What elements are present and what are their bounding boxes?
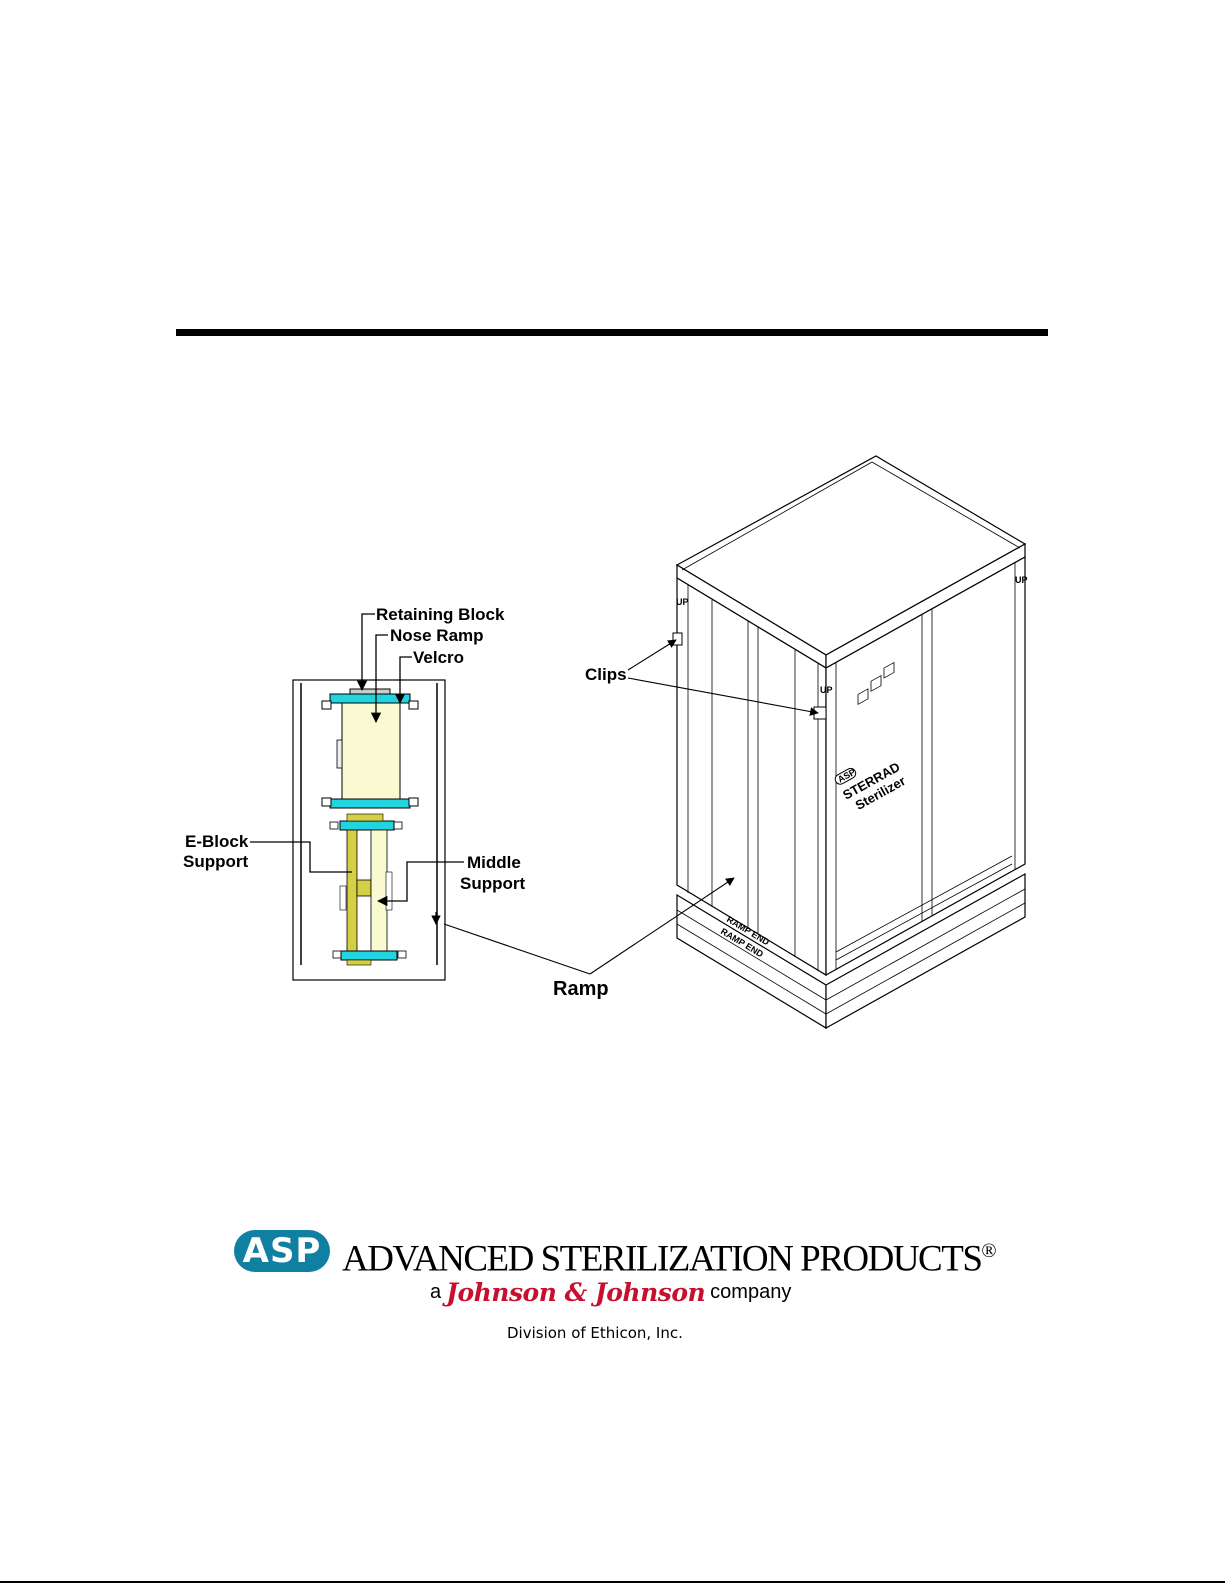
label-eblock-line1: E-Block <box>185 832 249 851</box>
registered-mark: ® <box>981 1240 995 1262</box>
velcro-strip <box>337 740 342 768</box>
division-text: Division of Ethicon, Inc. <box>507 1324 683 1342</box>
shipping-crate <box>677 456 1025 1028</box>
packing-cross-section <box>293 680 445 980</box>
label-middle-line1: Middle <box>467 853 521 872</box>
bottom-bracket <box>341 951 397 960</box>
middle-support <box>371 830 387 954</box>
e-block-support <box>347 830 357 954</box>
up-mark-left: UP <box>676 597 689 607</box>
clip-left <box>673 633 682 645</box>
label-ramp: Ramp <box>553 978 609 1000</box>
mid-bracket <box>340 821 394 830</box>
packing-diagram: Retaining Block Nose Ramp Velcro E-Block… <box>0 0 1225 1100</box>
asp-logo-badge: ASP <box>234 1230 330 1272</box>
lower-bracket <box>330 799 410 808</box>
retaining-block <box>350 689 390 694</box>
label-middle-line2: Support <box>460 874 525 893</box>
jj-logo: Johnson & Johnson <box>446 1278 705 1307</box>
up-mark-right: UP <box>1015 575 1028 585</box>
label-nose-ramp: Nose Ramp <box>390 626 484 645</box>
label-clips: Clips <box>585 665 627 684</box>
label-eblock-line2: Support <box>183 852 248 871</box>
footer-rule <box>0 1581 1225 1583</box>
up-mark-center: UP <box>820 685 833 695</box>
top-bracket <box>330 694 410 703</box>
label-retaining-block: Retaining Block <box>376 605 505 624</box>
company-name: ADVANCED STERILIZATION PRODUCTS® <box>342 1228 995 1282</box>
label-velcro: Velcro <box>413 648 464 667</box>
nose-ramp-block <box>342 703 400 799</box>
